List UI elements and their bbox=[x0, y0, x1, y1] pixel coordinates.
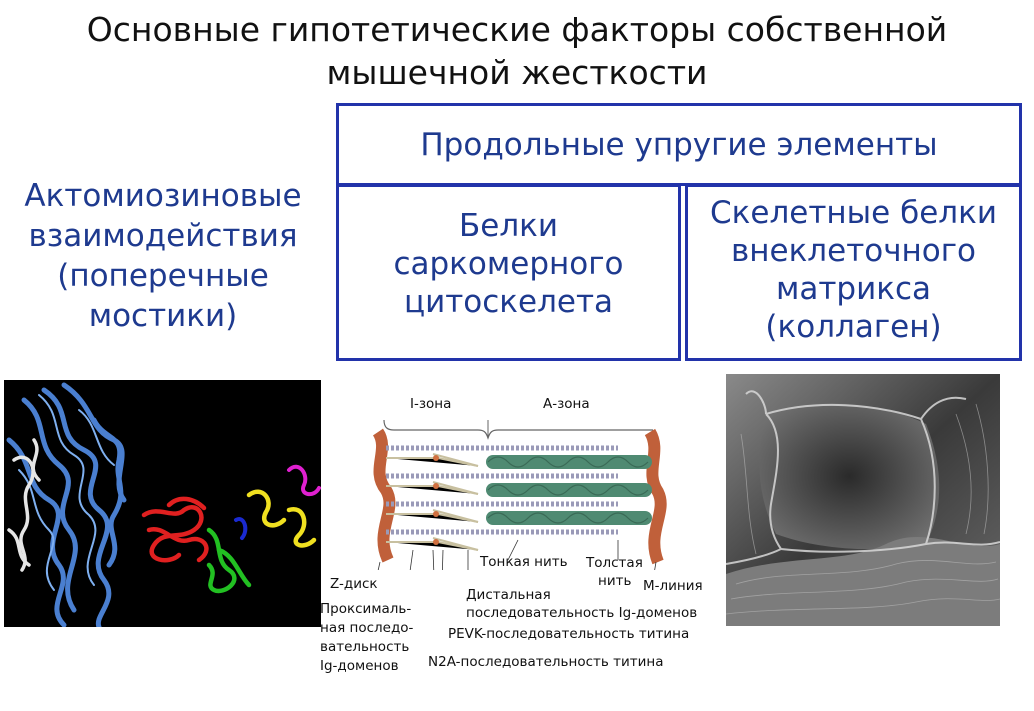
ecm-line-3: матрикса bbox=[775, 271, 932, 307]
longitudinal-elements-box: Продольные упругие элементы bbox=[336, 103, 1022, 186]
actomyosin-line-4: мостики) bbox=[88, 298, 238, 334]
distal-line-1: Дистальная bbox=[466, 587, 551, 603]
i-zone-label: I-зона bbox=[410, 396, 452, 412]
extracellular-matrix-label: Скелетные белки внеклеточного матрикса (… bbox=[688, 194, 1019, 346]
proximal-line-1: Проксималь- bbox=[320, 601, 412, 617]
n2a-label: N2A-последовательность титина bbox=[428, 654, 664, 670]
ecm-line-2: внеклеточного bbox=[730, 233, 977, 269]
collagen-fiber-illustration bbox=[726, 374, 1000, 626]
thick-filament-label: Толстая нить bbox=[586, 554, 643, 590]
collagen-microscopy-image bbox=[726, 374, 1000, 626]
actomyosin-line-2: взаимодействия bbox=[28, 218, 298, 254]
a-zone-label: А-зона bbox=[543, 396, 590, 412]
thick-filament-texture bbox=[487, 456, 649, 524]
actomyosin-molecular-model-image bbox=[4, 380, 321, 627]
page-title-line-1: Основные гипотетические факторы собствен… bbox=[86, 10, 948, 49]
m-line-shape bbox=[644, 428, 667, 565]
proximal-ig-label: Проксималь- ная последо- вательность Ig-… bbox=[320, 600, 413, 676]
proximal-line-2: ная последо- bbox=[320, 620, 414, 636]
actomyosin-label: Актомиозиновые взаимодействия (поперечны… bbox=[0, 176, 326, 336]
ecm-line-1: Скелетные белки bbox=[710, 195, 997, 231]
sarcomere-line-2: саркомерного bbox=[393, 246, 624, 282]
extracellular-matrix-box: Скелетные белки внеклеточного матрикса (… bbox=[685, 184, 1022, 361]
m-line-label: М-линия bbox=[643, 578, 703, 594]
pointer-lines bbox=[377, 539, 657, 570]
page-title-line-2: мышечной жесткости bbox=[326, 53, 708, 92]
thick-line-2: нить bbox=[598, 573, 632, 589]
pevk-label: PEVK-последовательность титина bbox=[448, 626, 690, 642]
proximal-line-3: вательность bbox=[320, 639, 410, 655]
thin-filaments bbox=[386, 445, 618, 535]
sarcomere-drawing bbox=[372, 419, 667, 570]
z-disc-shape bbox=[372, 428, 396, 563]
protein-ribbon-illustration bbox=[6, 382, 321, 627]
thick-filaments bbox=[486, 455, 652, 525]
pevk-markers bbox=[433, 455, 439, 545]
sarcomere-line-1: Белки bbox=[458, 208, 559, 244]
z-disc-label: Z-диск bbox=[330, 576, 378, 592]
zone-bracket bbox=[383, 419, 653, 440]
page-title: Основные гипотетические факторы собствен… bbox=[0, 8, 1034, 94]
actomyosin-line-1: Актомиозиновые bbox=[24, 178, 302, 214]
sarcomere-cytoskeleton-label: Белки саркомерного цитоскелета bbox=[339, 207, 678, 321]
actomyosin-line-3: (поперечные bbox=[57, 258, 269, 294]
proximal-line-4: Ig-доменов bbox=[320, 658, 399, 674]
sarcomere-cytoskeleton-box: Белки саркомерного цитоскелета bbox=[336, 184, 681, 361]
titin-strands bbox=[386, 453, 479, 551]
sarcomere-line-3: цитоскелета bbox=[403, 284, 614, 320]
longitudinal-elements-label: Продольные упругие элементы bbox=[420, 127, 938, 163]
distal-ig-label: Дистальная последовательность Ig-доменов bbox=[466, 586, 697, 622]
thick-line-1: Толстая bbox=[586, 555, 643, 571]
sarcomere-schematic: I-зона А-зона Z-диск Проксималь- ная пос… bbox=[318, 390, 718, 690]
ecm-line-4: (коллаген) bbox=[765, 309, 942, 345]
distal-line-2: последовательность Ig-доменов bbox=[466, 605, 698, 621]
thin-filament-label: Тонкая нить bbox=[480, 554, 568, 570]
